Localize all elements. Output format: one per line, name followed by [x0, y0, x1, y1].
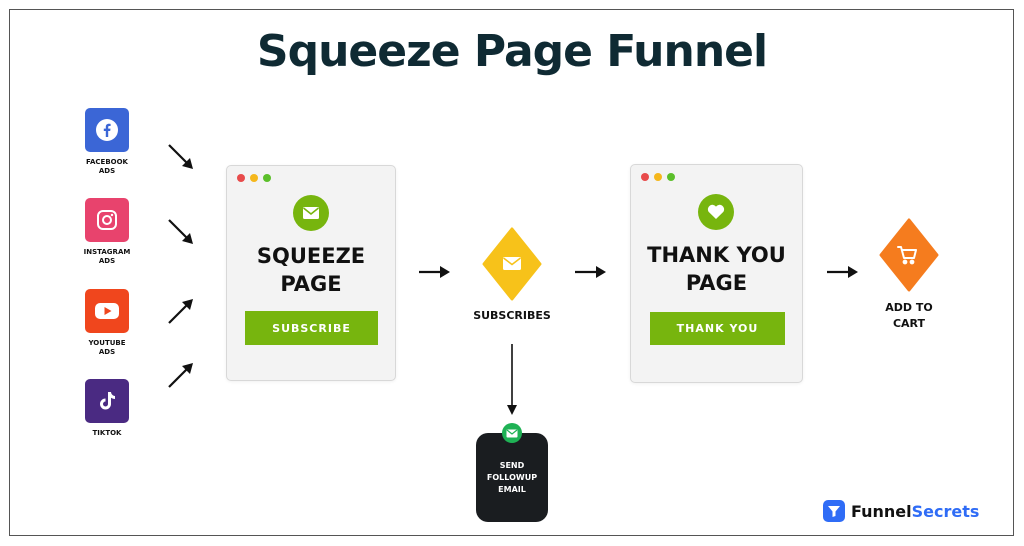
- heart-icon: [698, 194, 734, 230]
- brand-name-part1: Funnel: [851, 501, 912, 521]
- thank-you-button[interactable]: THANK YOU: [650, 312, 785, 345]
- subscribes-diamond: [482, 227, 542, 301]
- facebook-icon: [85, 108, 129, 152]
- window-dot-red: [641, 173, 649, 181]
- arrow-right-icon: [419, 266, 450, 278]
- source-youtube-ads: YOUTUBE ADS: [72, 289, 142, 357]
- window-dot-yellow: [654, 173, 662, 181]
- youtube-icon: [85, 289, 129, 333]
- window-dot-red: [237, 174, 245, 182]
- source-label: YOUTUBE ADS: [88, 339, 126, 356]
- diagram-frame: [9, 9, 1014, 536]
- arrow-down-right-icon: [168, 144, 193, 169]
- cart-icon: [897, 246, 917, 265]
- tiktok-icon: [85, 379, 129, 423]
- arrow-up-right-icon: [168, 299, 193, 324]
- source-label: FACEBOOK ADS: [86, 158, 128, 175]
- arrow-down-icon: [507, 344, 517, 415]
- add-to-cart-diamond: [879, 218, 939, 292]
- funnel-logo-icon: [823, 500, 845, 522]
- window-controls: [237, 174, 271, 182]
- squeeze-page-title: SQUEEZE PAGE: [256, 244, 366, 296]
- source-label: INSTAGRAM ADS: [83, 248, 131, 265]
- envelope-icon: [503, 257, 521, 270]
- source-tiktok: TIKTOK: [72, 379, 142, 438]
- source-instagram-ads: INSTAGRAM ADS: [72, 198, 142, 266]
- envelope-icon: [293, 195, 329, 231]
- brand-name: FunnelSecrets: [851, 502, 979, 521]
- diagram-title: Squeeze Page Funnel: [256, 26, 768, 77]
- window-dot-green: [667, 173, 675, 181]
- brand-name-part2: Secrets: [911, 501, 980, 521]
- source-label: TIKTOK: [92, 429, 122, 437]
- squeeze-page-window: SQUEEZE PAGE SUBSCRIBE: [226, 165, 396, 381]
- followup-email-card: SEND FOLLOWUP EMAIL: [476, 433, 548, 522]
- window-controls: [641, 173, 675, 181]
- arrow-up-right-icon: [168, 363, 193, 388]
- window-dot-green: [263, 174, 271, 182]
- instagram-icon: [85, 198, 129, 242]
- thank-you-page-title: THANK YOU PAGE: [647, 243, 786, 295]
- source-facebook-ads: FACEBOOK ADS: [72, 108, 142, 176]
- arrow-right-icon: [575, 266, 606, 278]
- arrow-down-right-icon: [168, 219, 193, 244]
- subscribe-button[interactable]: SUBSCRIBE: [245, 311, 378, 345]
- envelope-icon: [502, 423, 522, 443]
- window-dot-yellow: [250, 174, 258, 182]
- subscribes-label: SUBSCRIBES: [473, 309, 551, 322]
- funnelsecrets-logo: FunnelSecrets: [823, 500, 979, 522]
- thank-you-page-window: THANK YOU PAGE THANK YOU: [630, 164, 803, 383]
- add-to-cart-label: ADD TO CART: [885, 301, 933, 330]
- arrow-right-icon: [827, 266, 858, 278]
